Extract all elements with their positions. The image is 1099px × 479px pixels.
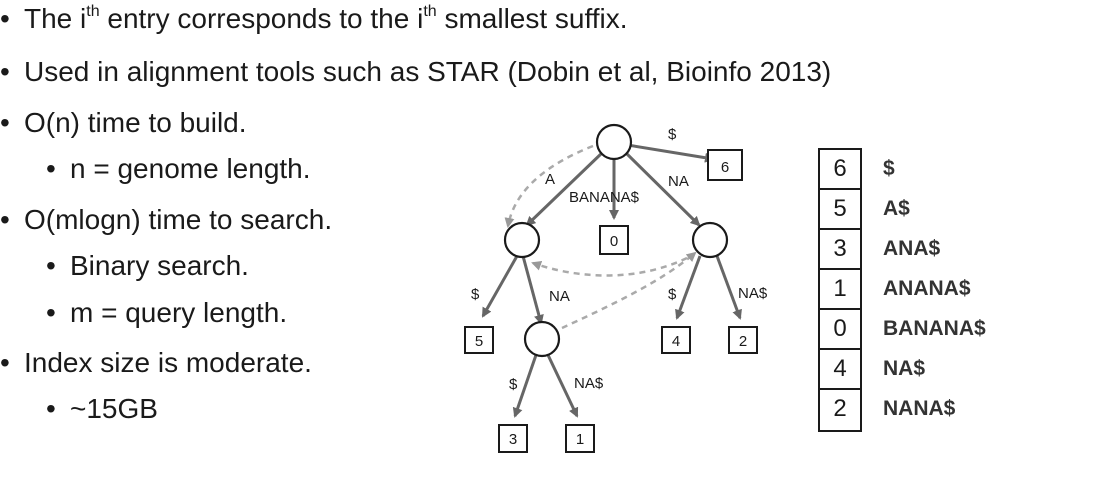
edge-label-ana-dollar: $: [509, 376, 518, 393]
suffix-array-suffix: NA$: [883, 357, 926, 380]
bullet-text: m = query length.: [70, 297, 288, 328]
bullet-dot: •: [0, 107, 10, 138]
suffix-array-index: 5: [820, 190, 860, 230]
bullet-text: O(n) time to build.: [24, 107, 247, 138]
edge-root-to-a: [525, 150, 605, 227]
bullet-dot: •: [0, 347, 10, 378]
suffix-array-row: 2 NANA$: [820, 390, 1020, 428]
node-ana: [523, 320, 561, 358]
suffix-link-ana-to-na: [561, 251, 697, 330]
suffix-array-index: 6: [820, 150, 860, 190]
bullet-text: Binary search.: [70, 250, 249, 281]
leaf-1: [565, 424, 595, 453]
leaf-4-label: 4: [672, 333, 680, 350]
root-node: [595, 123, 633, 161]
bullet-text: O(mlogn) time to search.: [24, 204, 333, 235]
suffix-array-index: 1: [820, 270, 860, 310]
bullet-text: ~15GB: [70, 393, 158, 424]
leaf-0: [599, 225, 629, 255]
bullet-dot: •: [46, 393, 56, 424]
leaf-5-label: 5: [475, 333, 483, 350]
leaf-3-label: 3: [509, 431, 517, 448]
suffix-array-row: 4 NA$: [820, 350, 1020, 390]
leaf-5: [464, 326, 494, 354]
suffix-array-suffix: BANANA$: [883, 317, 986, 340]
suffix-array-row: 3 ANA$: [820, 230, 1020, 270]
edge-root-to-na: [623, 150, 701, 227]
leaf-6-label: 6: [721, 159, 729, 176]
edge-label-na-na: NA$: [738, 285, 768, 302]
bullet-text: Index size is moderate.: [24, 347, 312, 378]
leaf-2: [728, 326, 758, 354]
suffix-array-suffix: ANANA$: [883, 277, 971, 300]
edge-label-root-na: NA: [668, 173, 689, 190]
leaf-boxes: [464, 149, 758, 453]
edge-label-ana-na: NA$: [574, 375, 604, 392]
suffix-array-row: 0 BANANA$: [820, 310, 1020, 350]
suffix-array-suffix: NANA$: [883, 397, 956, 420]
bullet-dot: •: [46, 153, 56, 184]
edge-label-root-dollar: $: [668, 126, 677, 143]
suffix-array-index: 0: [820, 310, 860, 350]
suffix-array-index: 2: [833, 395, 847, 422]
bullet-text-part: The i: [24, 3, 87, 34]
leaf-6: [707, 149, 743, 181]
node-na: [691, 221, 729, 259]
bullet-text-part: entry corresponds to the i: [99, 3, 424, 34]
edge-label-na-dollar: $: [668, 286, 677, 303]
suffix-array-index: 3: [820, 230, 860, 270]
bullet-text: The ith entry corresponds to the ith sma…: [24, 2, 628, 41]
edge-a-to-5: [481, 255, 519, 318]
superscript: th: [86, 3, 100, 20]
suffix-array-index-column: [818, 148, 862, 432]
bullet-dot: •: [46, 250, 56, 281]
suffix-array-row: 6$: [820, 150, 1020, 190]
suffix-array-suffix: $: [883, 157, 895, 180]
suffix-array-row: 5 A$: [820, 190, 1020, 230]
edge-label-a-na: NA: [549, 288, 570, 305]
leaf-0-label: 0: [610, 233, 618, 250]
internal-nodes: [503, 123, 729, 358]
bullet-dot: •: [0, 3, 10, 34]
suffix-link-na-to-a: [531, 256, 688, 277]
bullet-text: Used in alignment tools such as STAR (Do…: [24, 56, 832, 87]
leaf-1-label: 1: [576, 431, 584, 448]
suffix-array-row: 1 ANANA$: [820, 270, 1020, 310]
edge-na-to-2: [715, 255, 742, 320]
leaf-4: [661, 326, 691, 354]
edge-ana-to-1: [546, 354, 579, 418]
edge-na-to-4: [675, 255, 702, 320]
suffix-array-suffix: ANA$: [883, 237, 941, 260]
bullet-list: • The ith entry corresponds to the ith s…: [0, 0, 831, 479]
edge-label-a-dollar: $: [471, 286, 480, 303]
bullet-dot: •: [0, 56, 10, 87]
leaf-3: [498, 424, 528, 453]
bullet-text-part: smallest suffix.: [436, 3, 628, 34]
bullet-dot: •: [46, 297, 56, 328]
superscript: th: [423, 3, 437, 20]
edge-label-root-a: A: [545, 171, 555, 188]
tree-edges: [481, 139, 742, 418]
suffix-tree-diagram: 6 0 5 4 2 3 1 $ A BANANA$ NA $ NA $ NA$ …: [464, 123, 768, 453]
leaf-2-label: 2: [739, 333, 747, 350]
suffix-array-suffix: A$: [883, 197, 910, 220]
node-a: [503, 221, 541, 259]
suffix-link-a-to-root: [504, 144, 594, 228]
edge-a-to-ana: [521, 255, 544, 325]
edge-ana-to-3: [512, 354, 538, 418]
suffix-array-index: 4: [820, 350, 860, 390]
suffix-links: [504, 144, 697, 330]
bullet-dot: •: [0, 204, 10, 235]
bullet-text: n = genome length.: [70, 153, 311, 184]
edge-label-root-banana: BANANA$: [569, 189, 640, 206]
